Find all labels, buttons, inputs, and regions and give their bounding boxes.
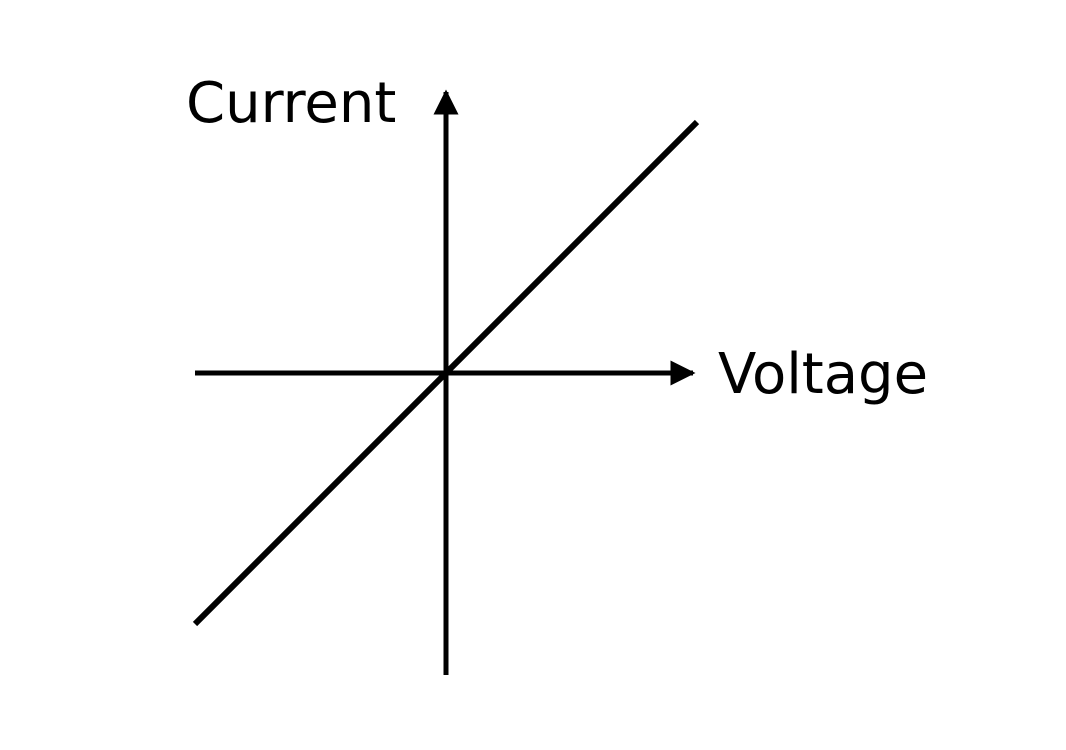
series-layer bbox=[192, 119, 700, 627]
x-axis-label: Voltage bbox=[718, 342, 928, 407]
y-axis-label: Current bbox=[186, 71, 396, 136]
series-line-0 bbox=[192, 119, 700, 627]
